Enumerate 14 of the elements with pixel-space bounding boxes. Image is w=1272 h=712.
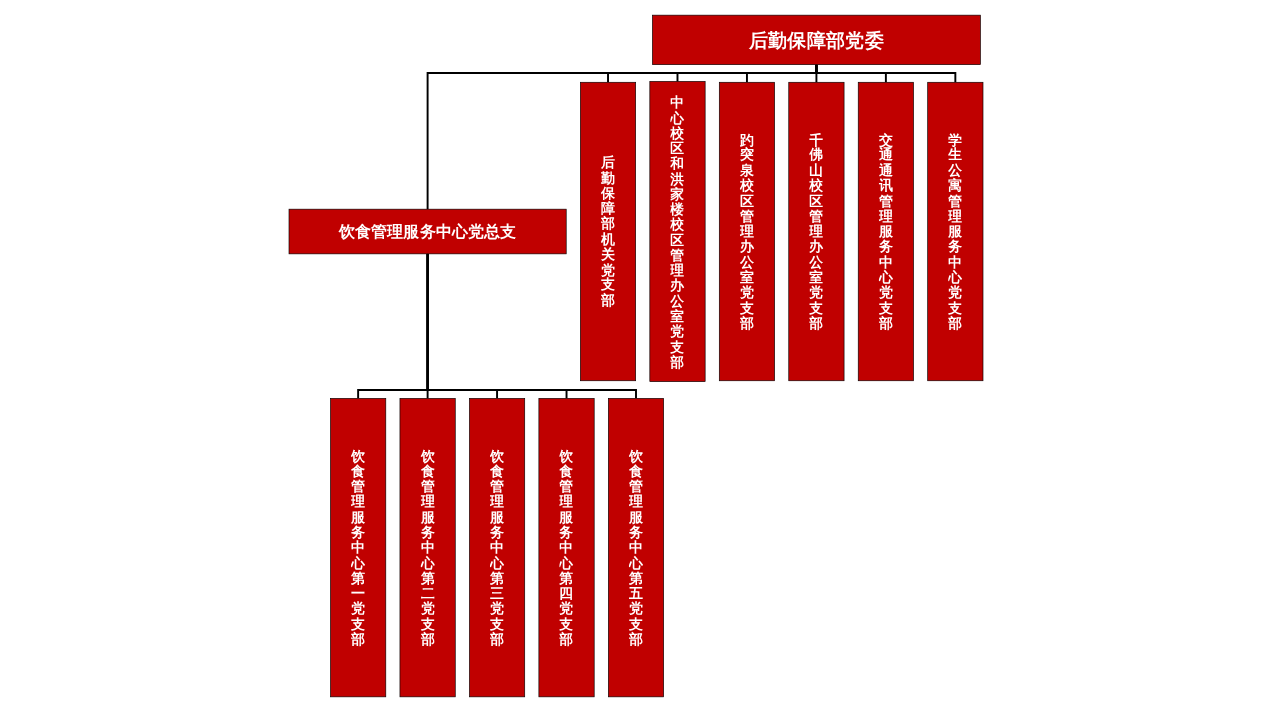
node-box: 趵突泉校区管理办公室党支部 bbox=[718, 81, 775, 382]
node-box: 后勤保障部机关党支部 bbox=[580, 81, 636, 382]
node-box: 饮食管理服务中心第三党支部 bbox=[469, 398, 526, 698]
node-box: 交通通讯管理服务中心党支部 bbox=[857, 81, 914, 382]
node-box: 中心校区和洪家楼校区管理办公室党支部 bbox=[649, 81, 706, 382]
node-box: 饮食管理服务中心第五党支部 bbox=[608, 398, 664, 698]
node-box: 饮食管理服务中心第一党支部 bbox=[330, 398, 387, 698]
node-box: 饮食管理服务中心第四党支部 bbox=[538, 398, 595, 698]
node-box: 学生公寓管理服务中心党支部 bbox=[927, 81, 984, 382]
node-box: 后勤保障部党委 bbox=[652, 14, 981, 65]
node-box: 千佛山校区管理办公室党支部 bbox=[788, 81, 845, 382]
connector bbox=[426, 252, 637, 400]
node-box: 饮食管理服务中心党总支 bbox=[288, 208, 567, 255]
node-box: 饮食管理服务中心第二党支部 bbox=[399, 398, 456, 698]
